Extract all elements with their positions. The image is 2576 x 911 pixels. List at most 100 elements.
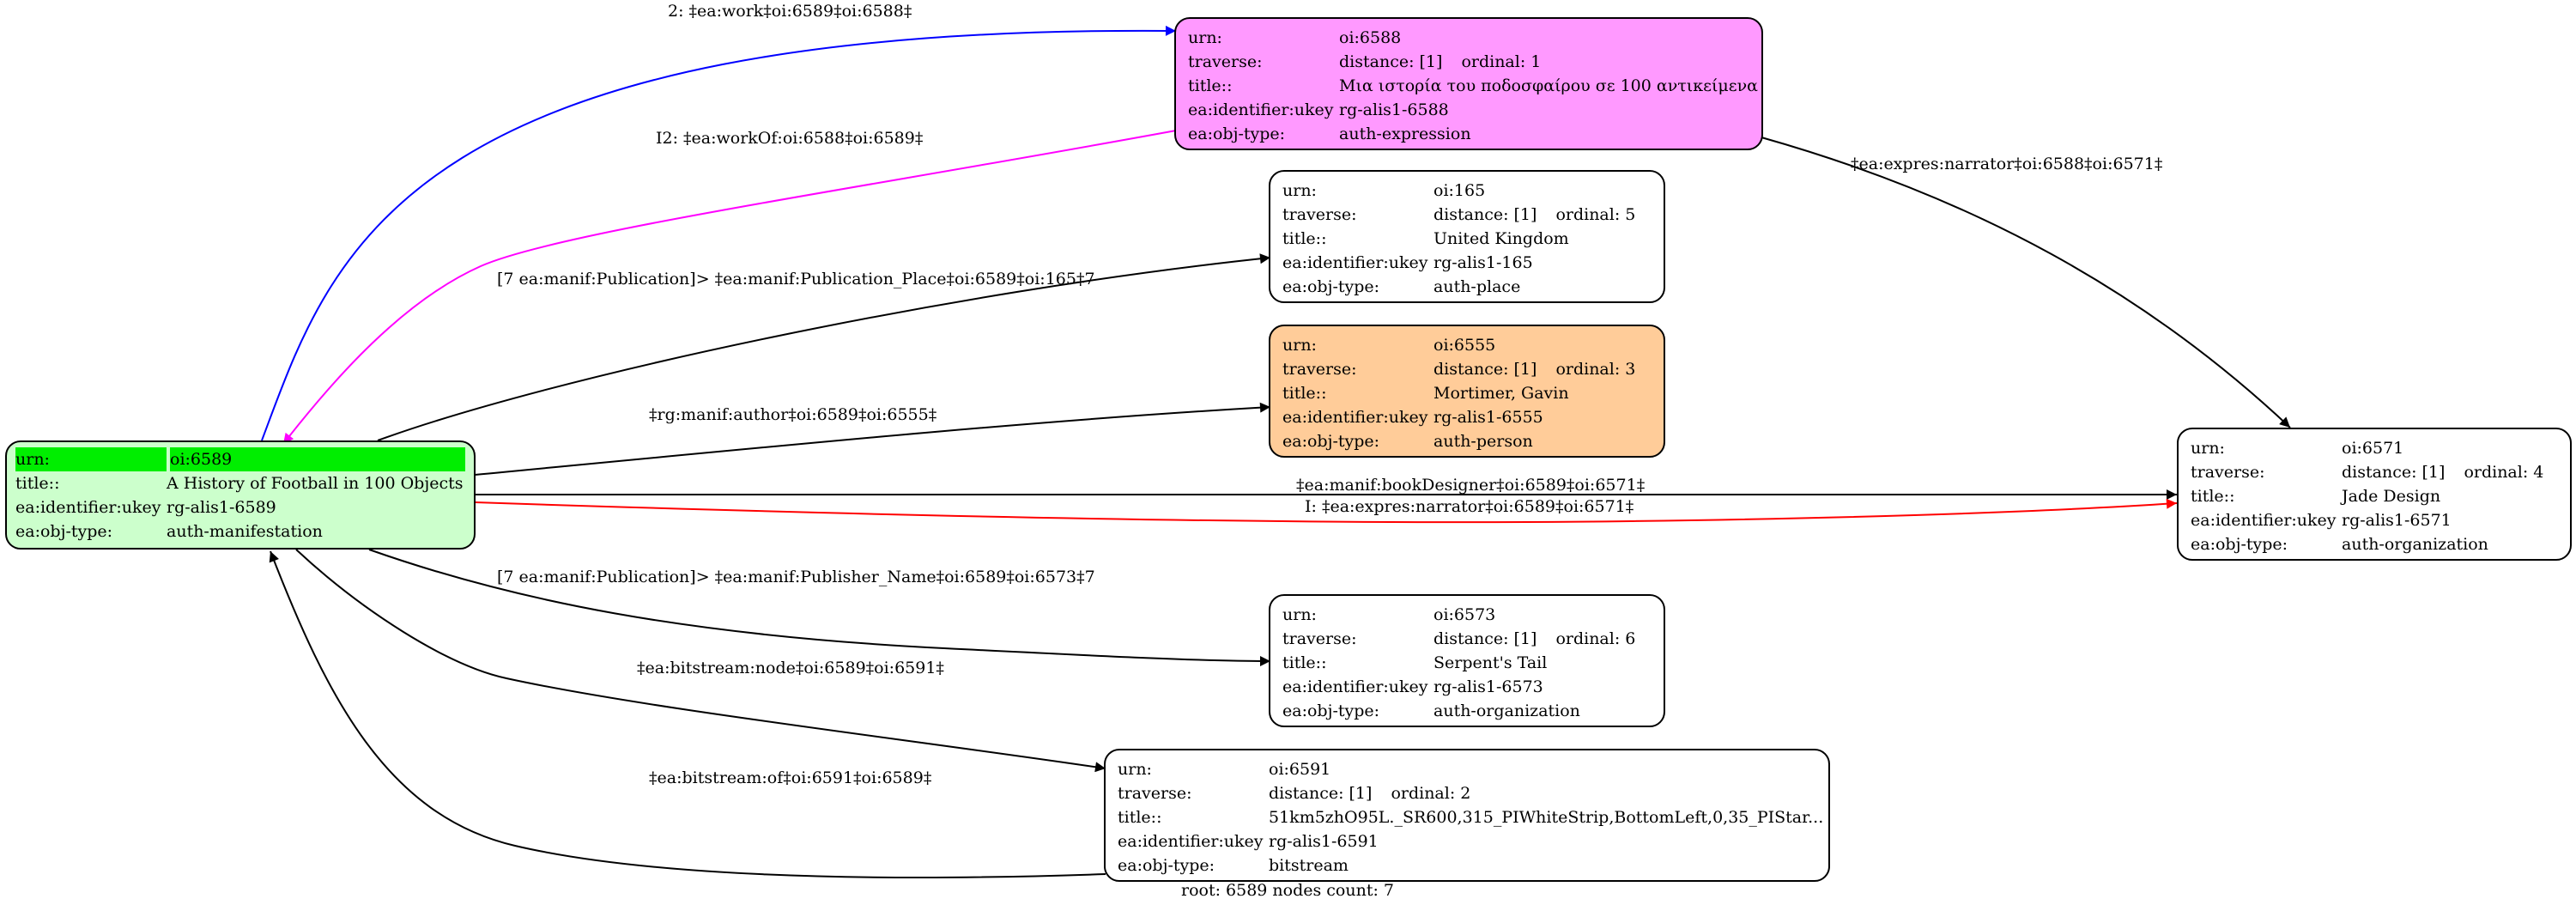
node-row-urn: urn: oi:6571 [2191, 436, 2558, 460]
node-key: traverse: [1188, 52, 1263, 71]
node-value: Mortimer, Gavin [1433, 384, 1569, 403]
node-row-ukey: ea:identifier:ukey rg-alis1-6571 [2191, 508, 2558, 532]
traverse-ordinal: ordinal: 5 [1555, 205, 1636, 224]
node-row-traverse: traverse: distance: [1]ordinal: 1 [1188, 50, 1749, 74]
node-row-title: title:: United Kingdom [1282, 227, 1652, 251]
node-row-title: title:: Jade Design [2191, 484, 2558, 508]
node-row-title: title:: A History of Football in 100 Obj… [15, 471, 465, 495]
edge-work [261, 25, 1177, 441]
node-row-ukey: ea:identifier:ukey rg-alis1-6588 [1188, 98, 1749, 122]
node-row-ukey: ea:identifier:ukey rg-alis1-6589 [15, 495, 465, 519]
edge-label-bitstream-of: ‡ea:bitstream:of‡oi:6591‡oi:6589‡ [649, 768, 931, 787]
node-value: rg-alis1-165 [1433, 253, 1533, 272]
node-row-ukey: ea:identifier:ukey rg-alis1-6573 [1282, 675, 1652, 699]
node-key: title:: [1282, 229, 1327, 248]
node-key: title:: [15, 474, 60, 493]
edge-label-expres-narrator: ‡ea:expres:narrator‡oi:6588‡oi:6571‡ [1851, 155, 2162, 173]
node-key: ea:identifier:ukey [2191, 511, 2337, 530]
node-value: distance: [1]ordinal: 1 [1339, 50, 1749, 74]
node-key: urn: [1118, 760, 1152, 779]
node-row-title: title:: Serpent's Tail [1282, 651, 1652, 675]
node-key: title:: [1118, 808, 1162, 827]
node-row-traverse: traverse: distance: [1]ordinal: 6 [1282, 627, 1652, 651]
node-row-ukey: ea:identifier:ukey rg-alis1-6555 [1282, 405, 1652, 429]
node-value: auth-expression [1339, 125, 1471, 143]
edge-bitstream-node [295, 549, 1106, 773]
node-value: rg-alis1-6555 [1433, 408, 1543, 427]
edge-label-author: ‡rg:manif:author‡oi:6589‡oi:6555‡ [649, 405, 936, 424]
node-value: oi:6571 [2342, 439, 2404, 458]
node-row-traverse: traverse: distance: [1]ordinal: 5 [1282, 203, 1652, 227]
node-value: auth-organization [1433, 701, 1580, 720]
edge-label-work-of: I2: ‡ea:workOf:oi:6588‡oi:6589‡ [656, 129, 923, 148]
node-key: urn: [1282, 181, 1317, 200]
node-row-obj-type: ea:obj-type: auth-manifestation [15, 519, 465, 544]
node-value: auth-person [1433, 432, 1533, 451]
graph-footer: root: 6589 nodes count: 7 [1180, 881, 1395, 900]
node-key: urn: [15, 447, 167, 471]
node-row-title: title:: Μια ιστορία του ποδοσφαίρου σε 1… [1188, 74, 1758, 98]
node-key: title:: [1188, 76, 1233, 95]
edge-label-bitstream-node: ‡ea:bitstream:node‡oi:6589‡oi:6591‡ [637, 659, 944, 677]
node-row-urn: urn: oi:6555 [1282, 333, 1652, 357]
traverse-distance: distance: [1] [1339, 52, 1443, 71]
traverse-distance: distance: [1] [1269, 784, 1373, 803]
node-key: urn: [1188, 28, 1222, 47]
edge-publisher-name [368, 549, 1271, 666]
node-row-traverse: traverse: distance: [1] ordinal: 4 [2191, 460, 2558, 484]
node-value: United Kingdom [1433, 229, 1569, 248]
node-value: auth-place [1433, 277, 1521, 296]
node-key: traverse: [1282, 629, 1357, 648]
edge-label-publisher-name: [7 ea:manif:Publication]> ‡ea:manif:Publ… [497, 568, 1095, 586]
node-value: bitstream [1269, 856, 1349, 875]
node-key: ea:identifier:ukey [15, 498, 161, 517]
node-key: traverse: [2191, 463, 2265, 482]
node-key: ea:obj-type: [1282, 277, 1380, 296]
node-6591[interactable]: urn: oi:6591 traverse: distance: [1]ordi… [1104, 749, 1830, 882]
node-key: title:: [1282, 653, 1327, 672]
node-6573[interactable]: urn: oi:6573 traverse: distance: [1]ordi… [1269, 594, 1665, 727]
node-key: traverse: [1282, 360, 1357, 379]
traverse-distance: distance: [1] [1433, 629, 1537, 648]
node-value: distance: [1]ordinal: 5 [1433, 203, 1652, 227]
node-key: ea:identifier:ukey [1188, 100, 1334, 119]
node-value: auth-manifestation [167, 522, 323, 541]
node-key: traverse: [1118, 784, 1192, 803]
node-6571[interactable]: urn: oi:6571 traverse: distance: [1] ordi… [2177, 428, 2572, 561]
edge-label-book-designer: ‡ea:manif:bookDesigner‡oi:6589‡oi:6571‡ [1296, 476, 1645, 495]
node-row-traverse: traverse: distance: [1]ordinal: 2 [1118, 781, 1816, 805]
node-key: urn: [2191, 439, 2225, 458]
node-row-obj-type: ea:obj-type: auth-expression [1188, 122, 1749, 146]
node-6555[interactable]: urn: oi:6555 traverse: distance: [1]ordi… [1269, 325, 1665, 458]
node-value: oi:6588 [1339, 28, 1402, 47]
node-key: ea:obj-type: [1282, 701, 1380, 720]
traverse-distance: distance: [1] [2342, 463, 2446, 482]
edge-label-narrator-inverse: I: ‡ea:expres:narrator‡oi:6589‡oi:6571‡ [1305, 497, 1633, 516]
node-value: 51km5zhO95L._SR600,315_PIWhiteStrip,Bott… [1269, 808, 1824, 827]
edge-work-of [282, 130, 1177, 445]
node-165[interactable]: urn: oi:165 traverse: distance: [1]ordin… [1269, 170, 1665, 303]
node-row-obj-type: ea:obj-type: auth-organization [1282, 699, 1652, 723]
node-key: ea:obj-type: [15, 522, 113, 541]
node-key: ea:obj-type: [1188, 125, 1286, 143]
node-value: oi:6573 [1433, 605, 1496, 624]
node-key: title:: [2191, 487, 2235, 506]
node-key: ea:identifier:ukey [1282, 408, 1428, 427]
node-value: rg-alis1-6591 [1269, 832, 1379, 851]
node-row-ukey: ea:identifier:ukey rg-alis1-165 [1282, 251, 1652, 275]
node-value: oi:6589 [170, 447, 465, 471]
node-row-urn: urn: oi:6573 [1282, 603, 1652, 627]
node-value: auth-organization [2342, 535, 2488, 554]
node-value: Μια ιστορία του ποδοσφαίρου σε 100 αντικ… [1339, 76, 1758, 95]
node-row-urn: urn: oi:6588 [1188, 26, 1749, 50]
node-value: oi:6555 [1433, 336, 1496, 355]
node-root-6589[interactable]: urn: oi:6589 title:: A History of Footba… [5, 440, 476, 550]
edge-narrator-inverse [474, 498, 2178, 524]
node-row-urn: urn: oi:6589 [15, 447, 465, 471]
traverse-ordinal: ordinal: 3 [1555, 360, 1636, 379]
node-row-traverse: traverse: distance: [1]ordinal: 3 [1282, 357, 1652, 381]
traverse-ordinal: ordinal: 4 [2464, 463, 2544, 482]
node-key: ea:identifier:ukey [1282, 677, 1428, 696]
node-row-obj-type: ea:obj-type: auth-organization [2191, 532, 2558, 556]
node-6588[interactable]: urn: oi:6588 traverse: distance: [1]ordi… [1174, 17, 1763, 150]
